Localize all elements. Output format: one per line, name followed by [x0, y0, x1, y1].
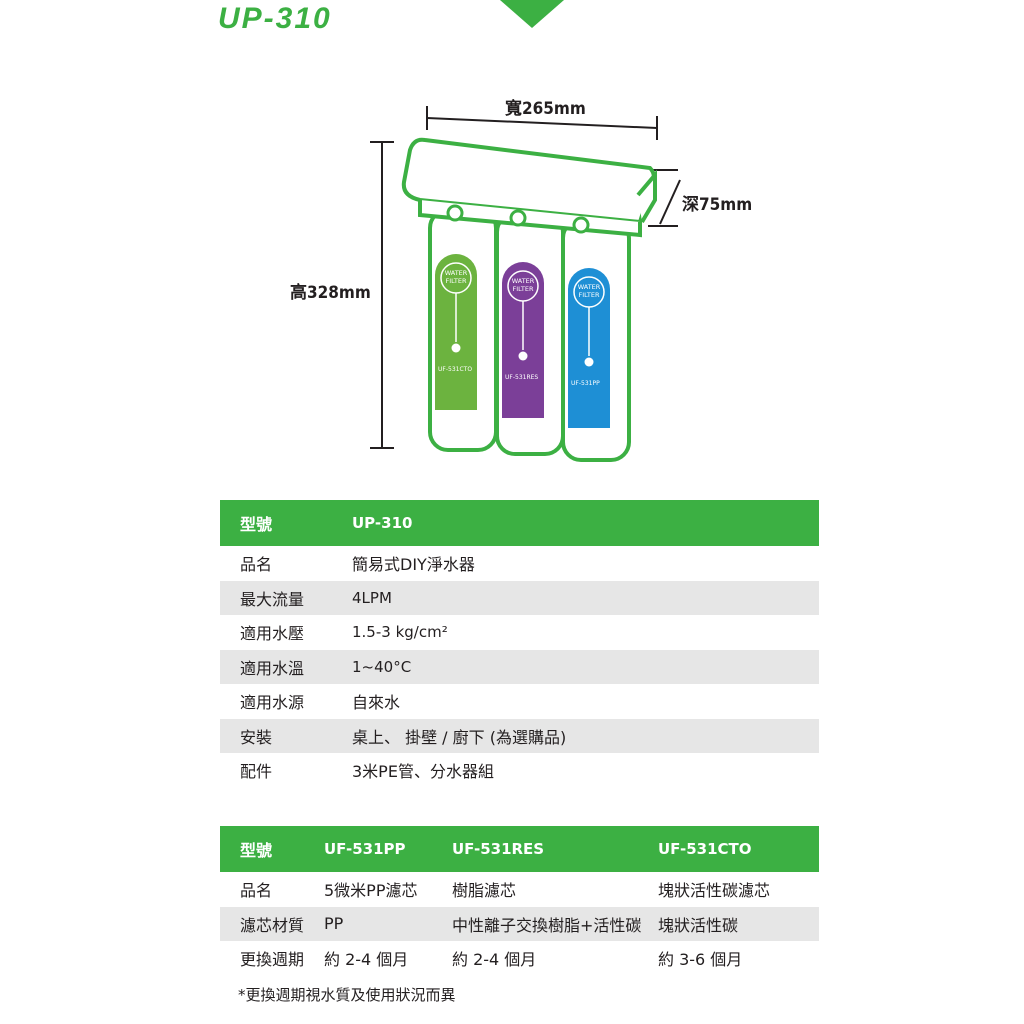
- svg-text:FILTER: FILTER: [513, 285, 534, 293]
- row-value: 4LPM: [332, 580, 819, 615]
- row-value: 3米PE管、分水器組: [332, 753, 819, 788]
- dimension-lines: [370, 106, 681, 449]
- row-label: 配件: [220, 753, 332, 788]
- row-label: 適用水壓: [220, 615, 332, 650]
- row-label: 更換週期: [220, 941, 306, 976]
- product-illustration: WATERFILTERUF-531CTOWATERFILTERUF-531RES…: [370, 106, 681, 462]
- table-row: 品名 簡易式DIY淨水器: [220, 546, 819, 581]
- row-value: 約 3-6 個月: [656, 941, 819, 976]
- depth-dimension-label: 深75mm: [682, 195, 753, 215]
- svg-text:UF-531RES: UF-531RES: [505, 374, 538, 381]
- height-dimension-label: 高328mm: [290, 283, 371, 303]
- row-value: 自來水: [332, 684, 819, 719]
- row-value: 塊狀活性碳濾芯: [656, 872, 819, 907]
- table-row: 最大流量 4LPM: [220, 580, 819, 615]
- spec-table-header: 型號 UP-310: [220, 500, 819, 546]
- row-value: 5微米PP濾芯: [306, 872, 432, 907]
- filter-table-header: 型號 UF-531PP UF-531RES UF-531CTO: [220, 826, 819, 872]
- row-label: 濾芯材質: [220, 906, 306, 941]
- row-value: 桌上、 掛壁 / 廚下 (為選購品): [332, 718, 819, 753]
- table-row: 適用水源 自來水: [220, 684, 819, 719]
- down-arrow-icon: [500, 0, 564, 28]
- svg-text:WATER: WATER: [512, 277, 535, 285]
- row-value: 1.5-3 kg/cm²: [332, 615, 819, 650]
- row-value: 約 2-4 個月: [432, 941, 656, 976]
- width-dimension-label: 寬265mm: [505, 99, 586, 119]
- row-value: 樹脂濾芯: [432, 872, 656, 907]
- spec-header-value: UP-310: [332, 500, 819, 546]
- table-row: 濾芯材質 PP 中性離子交換樹脂+活性碳 塊狀活性碳: [220, 906, 819, 941]
- row-value: 1~40°C: [332, 649, 819, 684]
- row-value: PP: [306, 906, 432, 941]
- row-label: 適用水溫: [220, 649, 332, 684]
- product-spec-table: 型號 UP-310 品名 簡易式DIY淨水器 最大流量 4LPM 適用水壓 1.…: [220, 500, 819, 788]
- filter-header-col: UF-531CTO: [656, 826, 819, 872]
- row-label: 適用水源: [220, 684, 332, 719]
- product-model-title: UP-310: [218, 2, 332, 35]
- table-row: 適用水壓 1.5-3 kg/cm²: [220, 615, 819, 650]
- svg-text:FILTER: FILTER: [446, 277, 467, 285]
- row-label: 安裝: [220, 718, 332, 753]
- filter-header-col: UF-531RES: [432, 826, 656, 872]
- svg-text:UF-531CTO: UF-531CTO: [438, 366, 472, 373]
- table-row: 品名 5微米PP濾芯 樹脂濾芯 塊狀活性碳濾芯: [220, 872, 819, 907]
- svg-text:FILTER: FILTER: [579, 291, 600, 299]
- row-value: 中性離子交換樹脂+活性碳: [432, 906, 656, 941]
- row-value: 約 2-4 個月: [306, 941, 432, 976]
- filter-spec-table: 型號 UF-531PP UF-531RES UF-531CTO 品名 5微米PP…: [220, 826, 819, 976]
- row-value: 簡易式DIY淨水器: [332, 546, 819, 581]
- table-row: 安裝 桌上、 掛壁 / 廚下 (為選購品): [220, 718, 819, 753]
- row-label: 品名: [220, 872, 306, 907]
- footnote: *更換週期視水質及使用狀況而異: [238, 986, 456, 1004]
- row-value: 塊狀活性碳: [656, 906, 819, 941]
- svg-text:WATER: WATER: [445, 269, 468, 277]
- table-row: 配件 3米PE管、分水器組: [220, 753, 819, 788]
- svg-text:UF-531PP: UF-531PP: [571, 380, 600, 387]
- filter-header-label: 型號: [220, 826, 306, 872]
- row-label: 最大流量: [220, 580, 332, 615]
- filter-header-col: UF-531PP: [306, 826, 432, 872]
- row-label: 品名: [220, 546, 332, 581]
- table-row: 更換週期 約 2-4 個月 約 2-4 個月 約 3-6 個月: [220, 941, 819, 976]
- spec-header-label: 型號: [220, 500, 332, 546]
- table-row: 適用水溫 1~40°C: [220, 649, 819, 684]
- svg-text:WATER: WATER: [578, 283, 601, 291]
